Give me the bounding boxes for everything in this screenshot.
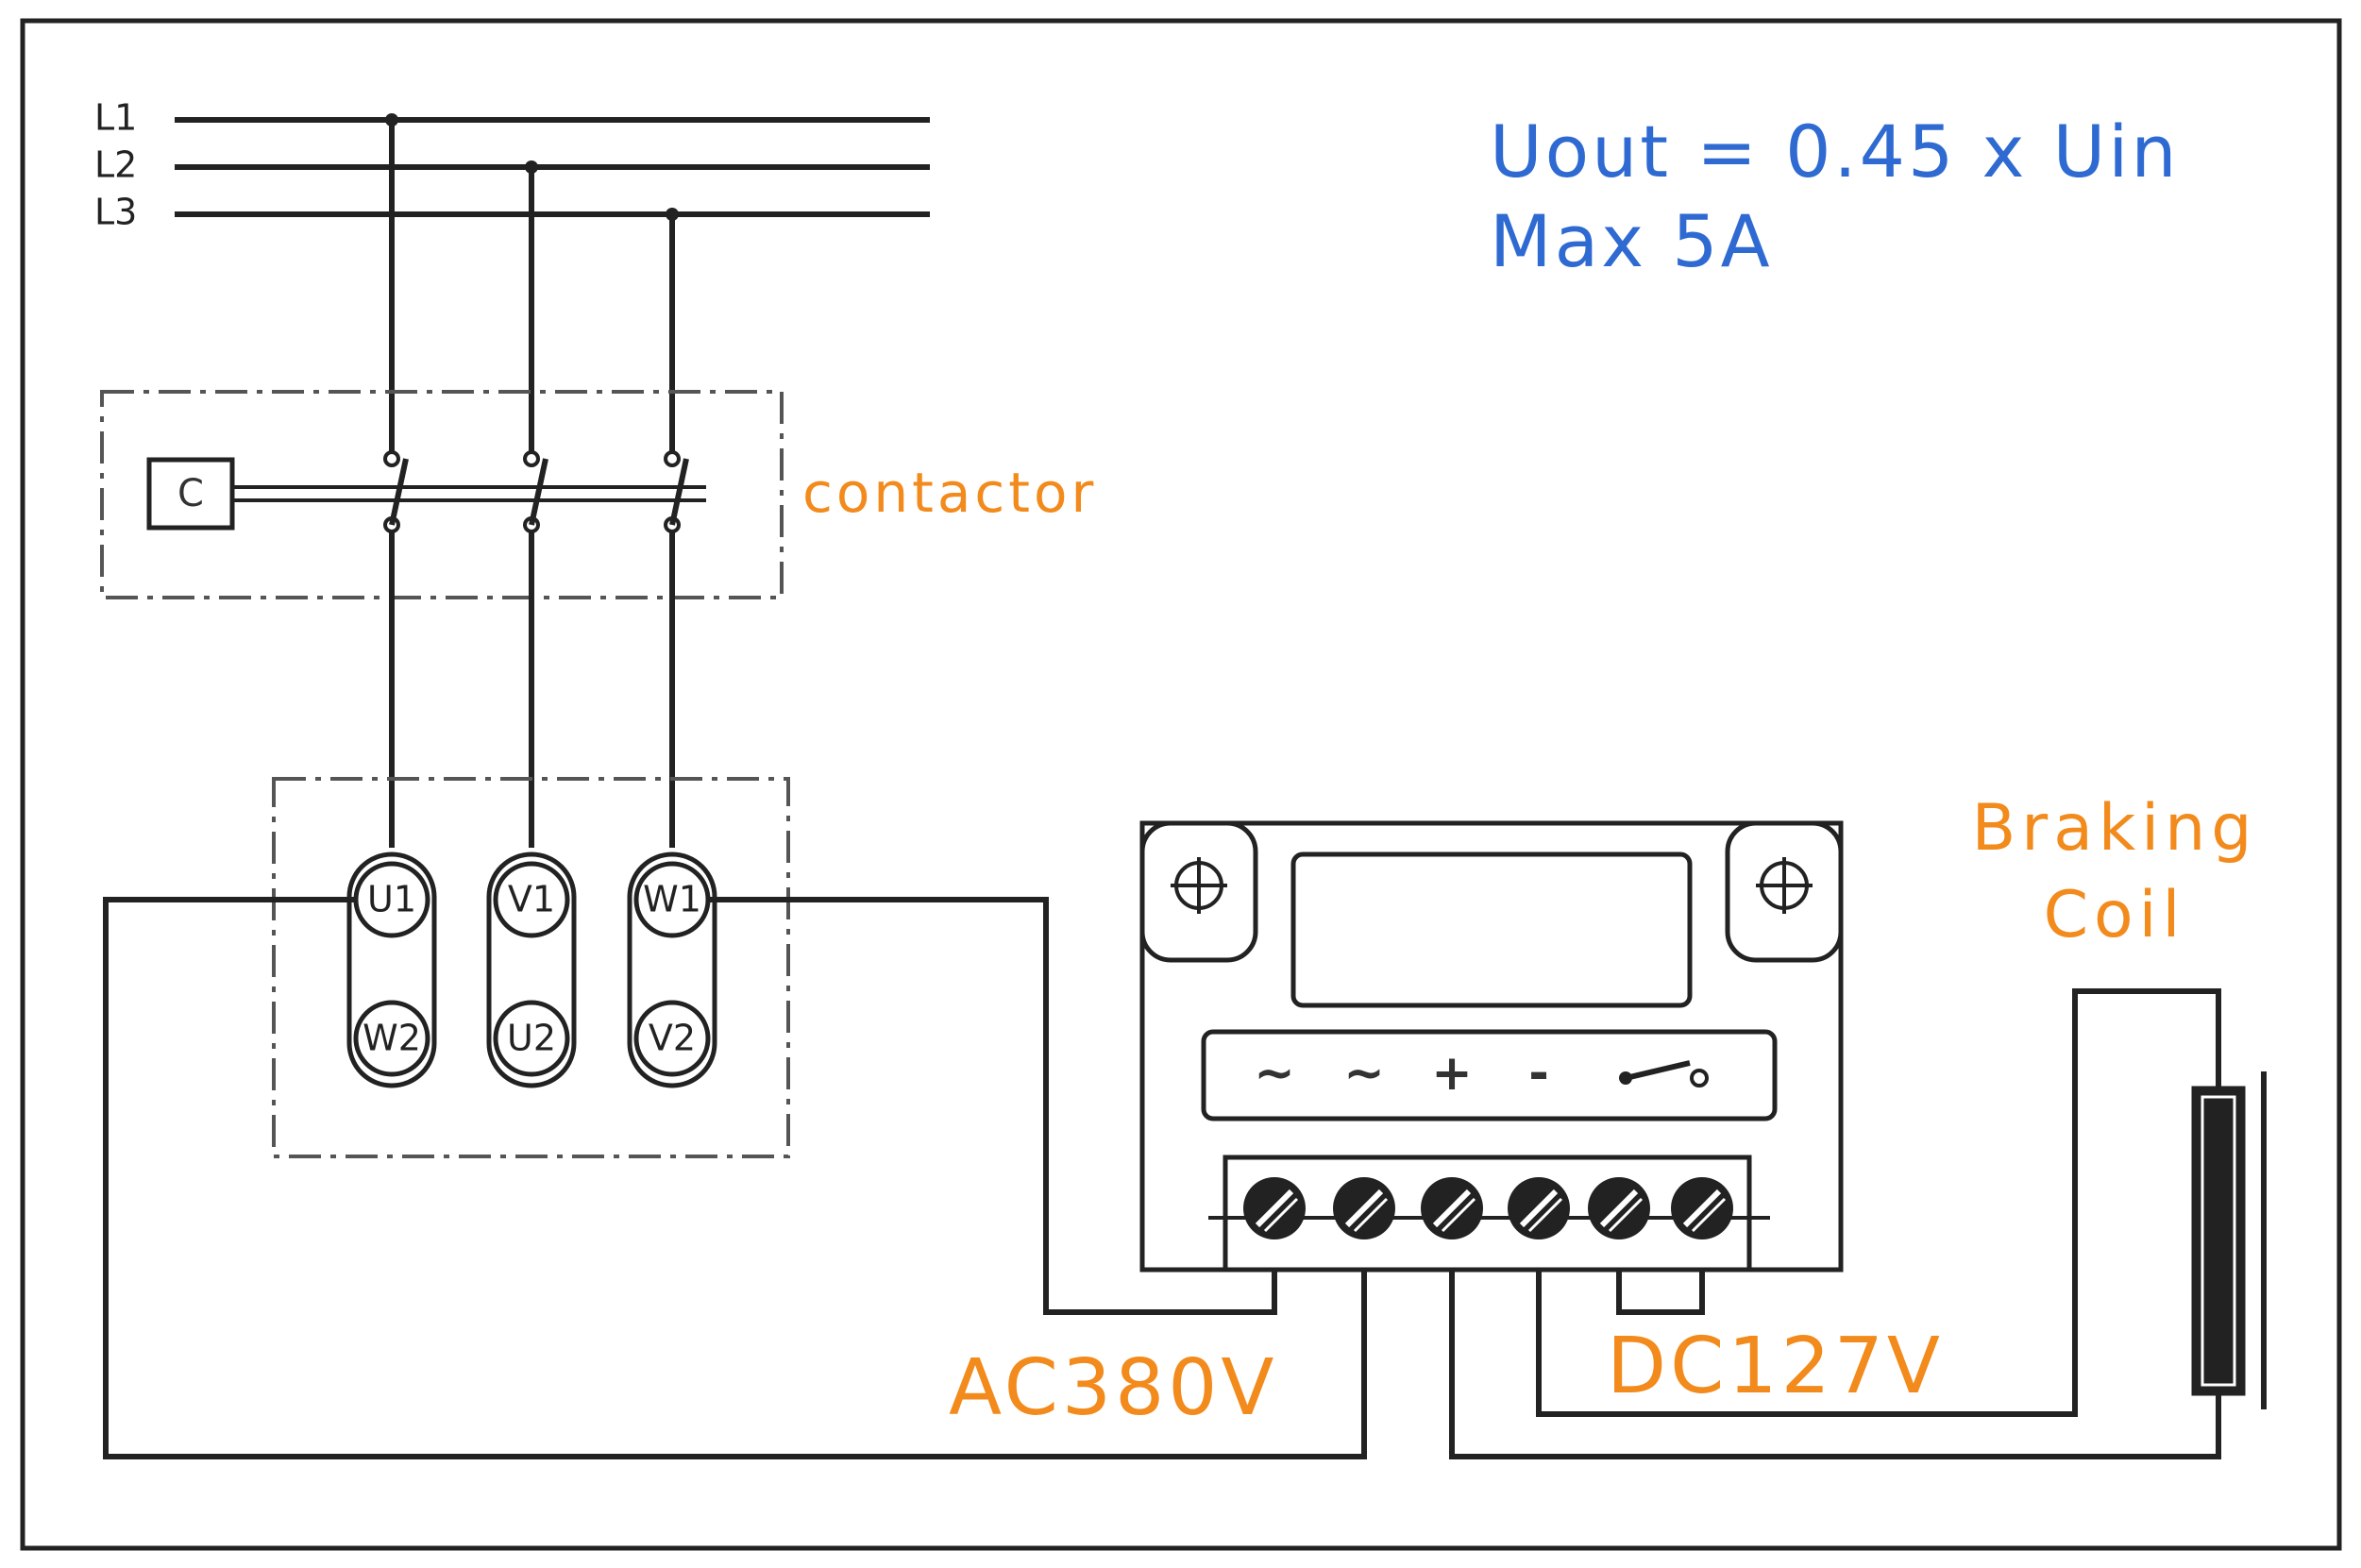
label-l3: L3: [94, 192, 137, 233]
terminal-u1-label: U1: [367, 879, 416, 920]
terminal-screw-5-icon: [1588, 1177, 1650, 1239]
ac380v-label: AC380V: [949, 1343, 1278, 1433]
wire-w1-to-rectifier: [708, 897, 1277, 1315]
terminal-v1-label: V1: [508, 879, 555, 920]
terminal-screw-2-icon: [1333, 1177, 1395, 1239]
formula-line-2: Max 5A: [1490, 199, 1773, 283]
rectifier-symbol-panel: [1201, 1029, 1778, 1121]
terminal-w2-label: W2: [363, 1018, 421, 1059]
outer-border: [20, 18, 2342, 1551]
terminal-screw-6-icon: [1671, 1177, 1733, 1239]
terminal-screw-3-icon: [1421, 1177, 1483, 1239]
formula-line-1: Uout = 0.45 x Uin: [1490, 110, 2180, 194]
wire-dc-plus-to-coil: [1449, 1270, 2221, 1459]
symbol-dc-minus: -: [1528, 1045, 1549, 1102]
braking-coil-label-line2: Coil: [2044, 878, 2186, 953]
label-l2: L2: [94, 144, 137, 186]
symbol-ac-2: ~: [1343, 1045, 1385, 1102]
symbol-dc-plus: +: [1431, 1045, 1473, 1102]
contactor-label: contactor: [802, 461, 1097, 525]
switch-symbol-icon: [1619, 1060, 1709, 1087]
contact-2-top: [523, 450, 540, 467]
contactor: C: [100, 390, 784, 599]
terminal-u2-label: U2: [507, 1018, 556, 1059]
terminal-v1: [493, 861, 570, 938]
braking-coil-label-line1: Braking: [1972, 791, 2258, 866]
rectifier-display-window: [1290, 851, 1693, 1008]
rectifier-terminal-strip: [1223, 1155, 1752, 1273]
terminal-screw-4-icon: [1508, 1177, 1570, 1239]
terminal-w2: [353, 1000, 430, 1077]
supply-lines: L1 L2 L3: [94, 97, 930, 233]
symbol-ac-1: ~: [1254, 1045, 1295, 1102]
motor-terminal-box: U1 V1 W1 W2 U2 V2: [272, 777, 790, 1158]
switch-jumper: [1616, 1270, 1705, 1315]
contact-1-top: [383, 450, 400, 467]
terminal-u2: [493, 1000, 570, 1077]
terminal-screw-1-icon: [1243, 1177, 1306, 1239]
contactor-enclosure: [100, 390, 784, 599]
wire-dc-minus-to-coil: [1536, 988, 2221, 1417]
terminal-v2: [633, 1000, 711, 1077]
contact-3-top: [664, 450, 681, 467]
label-l1: L1: [94, 97, 137, 139]
rectifier-module: ~ ~ + -: [1139, 820, 1844, 1315]
contactor-coil-letter: C: [177, 472, 204, 515]
contact-1-blade: [389, 458, 409, 526]
braking-coil-icon: [2191, 1071, 2267, 1409]
contact-3-blade: [669, 458, 689, 526]
terminal-v2-label: V2: [649, 1018, 696, 1059]
contactor-coil: [146, 457, 235, 531]
motor-terminal-enclosure: [272, 777, 790, 1158]
dc127v-label: DC127V: [1607, 1322, 1944, 1411]
terminal-w1-label: W1: [643, 879, 701, 920]
wire-u1-to-rectifier: [103, 897, 1367, 1459]
contact-2-blade: [529, 458, 548, 526]
